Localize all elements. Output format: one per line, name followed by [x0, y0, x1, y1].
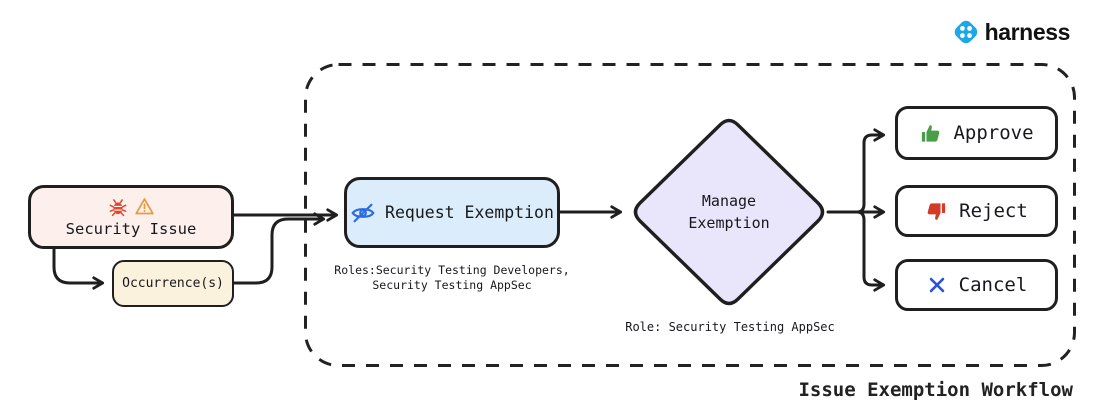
x-icon [926, 274, 948, 296]
harness-brand: harness [950, 16, 1070, 48]
cancel-node: Cancel [895, 259, 1058, 311]
eye-off-icon [350, 200, 376, 226]
cancel-label: Cancel [958, 274, 1028, 296]
approve-node: Approve [895, 106, 1058, 160]
reject-node: Reject [895, 185, 1058, 237]
security-issue-icons [108, 196, 155, 217]
manage-exemption-label: Manage Exemption [630, 190, 828, 236]
security-issue-label: Security Issue [65, 220, 197, 238]
request-exemption-label: Request Exemption [385, 203, 554, 222]
security-issue-node: Security Issue [28, 185, 234, 249]
occurrences-node: Occurrence(s) [112, 260, 234, 307]
arrow-manage-to-cancel [855, 210, 886, 292]
request-exemption-roles-note: Roles:Security Testing Developers, Secur… [330, 263, 574, 293]
bug-icon [108, 197, 128, 217]
manage-exemption-label-line2: Exemption [688, 214, 770, 232]
harness-logo-icon [950, 16, 982, 48]
arrow-occurrences-to-request [231, 212, 326, 285]
workflow-boundary-label: Issue Exemption Workflow [798, 379, 1073, 401]
reject-label: Reject [959, 200, 1028, 222]
thumbs-down-icon [925, 200, 948, 223]
roles-note-line2: Security Testing AppSec [372, 277, 532, 292]
roles-note-line1: Roles:Security Testing Developers, [334, 263, 570, 277]
request-exemption-node: Request Exemption [344, 177, 560, 248]
manage-exemption-label-line1: Manage [701, 192, 757, 211]
arrow-manage-to-approve [855, 128, 886, 214]
occurrences-label: Occurrence(s) [122, 276, 224, 291]
approve-label: Approve [953, 122, 1034, 144]
warning-icon [134, 196, 155, 217]
manage-exemption-role-note: Role: Security Testing AppSec [625, 320, 835, 334]
thumbs-up-icon [919, 122, 942, 145]
arrow-security-to-occurrences [52, 247, 105, 290]
harness-wordmark: harness [984, 18, 1071, 45]
